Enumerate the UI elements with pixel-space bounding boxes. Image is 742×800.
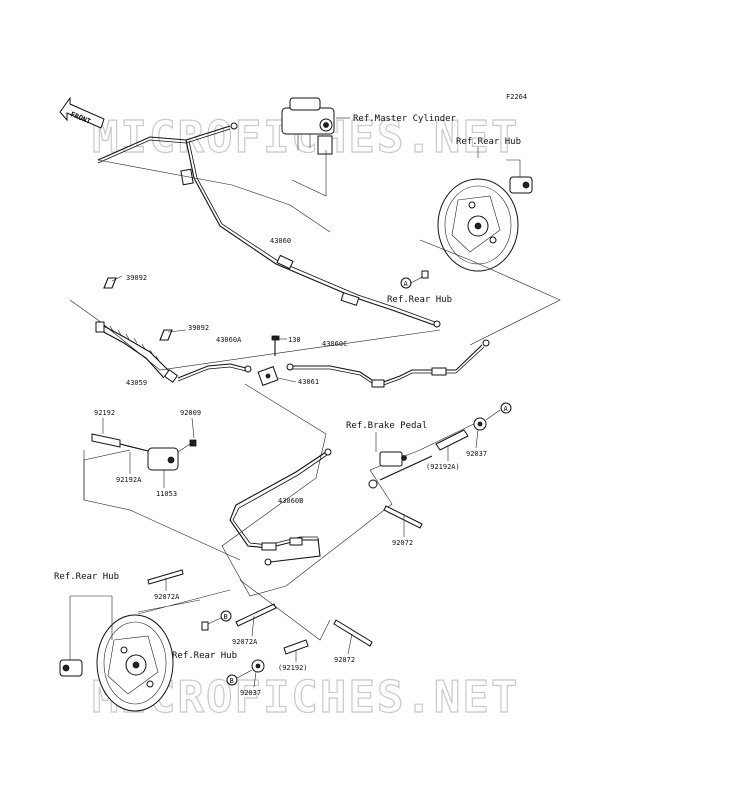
part-43060A: 43060A: [216, 336, 242, 344]
part-92192A: 92192A: [116, 476, 142, 484]
part-92072-b: 92072: [334, 656, 355, 664]
part-43061: 43061: [298, 378, 319, 386]
part-92037-b: 92037: [240, 689, 261, 697]
part-92072-a: 92072: [392, 539, 413, 547]
ref-brake-pedal: Ref.Brake Pedal: [346, 421, 427, 431]
callout-b-mid: B: [224, 613, 228, 621]
part-92192A-paren: (92192A): [426, 463, 460, 471]
part-39092-a: 39092: [126, 274, 147, 282]
brake-line-43060B: [221, 383, 483, 597]
part-92192-paren: (92192): [278, 664, 308, 672]
callout-a-mid: A: [404, 280, 409, 288]
callout-b-bottom-icon: [226, 674, 238, 686]
joint-43061: [257, 366, 279, 386]
hose-92192-assembly: [83, 433, 241, 561]
master-cylinder: [281, 97, 350, 197]
clamp-92072-b: [333, 619, 373, 647]
part-130: 130: [288, 336, 301, 344]
part-92072A-b: 92072A: [232, 638, 258, 646]
brake-line-43060C: [286, 339, 490, 388]
part-11053: 11053: [156, 490, 177, 498]
callout-a-top: A: [504, 405, 509, 413]
ref-rear-hub-bottom: Ref.Rear Hub: [172, 651, 237, 661]
ref-rear-hub-left: Ref.Rear Hub: [54, 572, 119, 582]
rear-hub-top: [419, 147, 561, 346]
rear-hub-left: [59, 589, 231, 712]
part-92072A-a: 92072A: [154, 593, 180, 601]
brake-pedal-hose: [368, 409, 501, 489]
clamp-92072A-b: [235, 603, 277, 627]
part-43060: 43060: [270, 237, 291, 245]
brake-line-43060: [97, 122, 441, 328]
part-43060B: 43060B: [278, 497, 303, 505]
brake-line-43060A: [177, 363, 252, 382]
callout-a-top-icon: [500, 402, 512, 414]
callout-b-bottom: B: [230, 677, 234, 685]
part-43059: 43059: [126, 379, 147, 387]
part-39092-b: 39092: [188, 324, 209, 332]
ref-rear-hub-top: Ref.Rear Hub: [456, 137, 521, 147]
callout-b-mid-icon: [220, 610, 232, 622]
clamp-92072A-a: [147, 569, 184, 585]
part-92037-a: 92037: [466, 450, 487, 458]
part-92009: 92009: [180, 409, 201, 417]
nut-b-mid: [201, 621, 209, 631]
hose-92192-bottom: [239, 579, 331, 655]
part-43060C: 43060C: [322, 340, 347, 348]
part-92192: 92192: [94, 409, 115, 417]
brake-hose-43059: [69, 275, 441, 383]
ref-rear-hub-mid: Ref.Rear Hub: [387, 295, 452, 305]
figure-code: F2264: [506, 93, 527, 101]
ref-master-cylinder: Ref.Master Cylinder: [353, 114, 457, 124]
bolt-130: [271, 335, 280, 356]
clamp-92072-a: [383, 505, 423, 529]
